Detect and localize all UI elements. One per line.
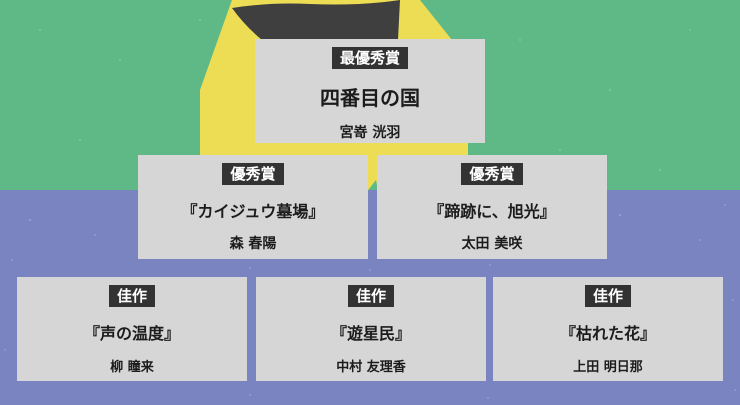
honorable-mention-card: 佳作 『枯れた花』 上田 明日那 xyxy=(493,277,723,381)
grand-prize-card: 最優秀賞 四番目の国 宮嵜 洸羽 xyxy=(255,39,485,143)
excellence-title: 『カイジュウ墓場』 xyxy=(181,202,325,221)
excellence-card: 優秀賞 『カイジュウ墓場』 森 春陽 xyxy=(138,155,368,259)
honorable-mention-badge: 佳作 xyxy=(347,285,394,307)
honorable-mention-author: 上田 明日那 xyxy=(573,360,643,375)
hair-shape xyxy=(232,0,400,40)
honorable-mention-author: 柳 瞳来 xyxy=(110,360,154,375)
honorable-mention-title: 『遊星民』 xyxy=(330,324,411,343)
excellence-author: 太田 美咲 xyxy=(461,236,523,252)
excellence-card: 優秀賞 『蹄跡に、旭光』 太田 美咲 xyxy=(377,155,607,259)
grand-prize-author: 宮嵜 洸羽 xyxy=(339,125,401,141)
honorable-mention-badge: 佳作 xyxy=(108,285,155,307)
honorable-mention-title: 『声の温度』 xyxy=(83,324,180,343)
excellence-author: 森 春陽 xyxy=(229,236,277,252)
excellence-badge: 優秀賞 xyxy=(222,163,284,185)
excellence-badge: 優秀賞 xyxy=(461,163,523,185)
grand-prize-title: 四番目の国 xyxy=(320,86,420,110)
honorable-mention-title: 『枯れた花』 xyxy=(559,324,656,343)
excellence-title: 『蹄跡に、旭光』 xyxy=(428,202,556,221)
honorable-mention-author: 中村 友理香 xyxy=(336,360,406,375)
honorable-mention-card: 佳作 『遊星民』 中村 友理香 xyxy=(256,277,486,381)
grand-prize-badge: 最優秀賞 xyxy=(331,47,408,69)
honorable-mention-badge: 佳作 xyxy=(584,285,631,307)
honorable-mention-card: 佳作 『声の温度』 柳 瞳来 xyxy=(17,277,247,381)
